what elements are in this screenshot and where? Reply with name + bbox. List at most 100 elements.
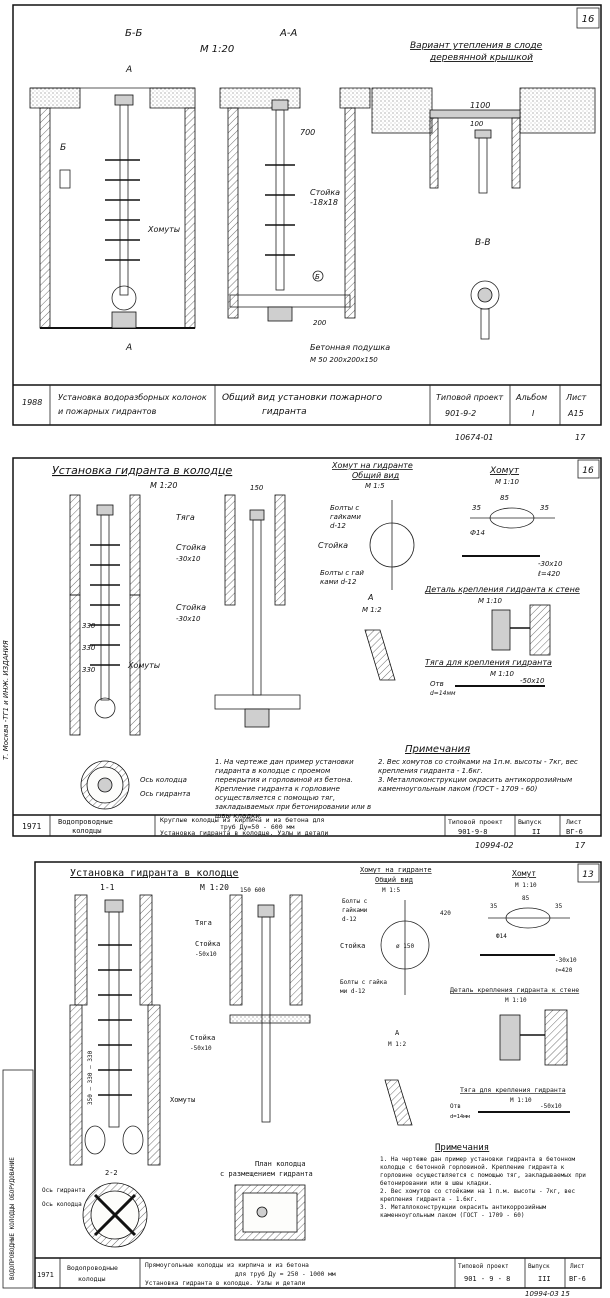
s3-hydrant-cap [104, 899, 124, 913]
sheet-1-stoika: Стойка [310, 188, 340, 197]
sheet-1-circle-b: Б [315, 273, 320, 281]
s3-title-3: Установка гидранта в колодце. Узлы и дет… [145, 1280, 305, 1287]
s2-detail-title: Деталь крепления гидранта к стене [424, 585, 580, 594]
s2-note-3: 3. Металлоконструкции окрасить антикорро… [378, 776, 573, 793]
s3-plan-rect-inner [242, 1192, 298, 1233]
s2-dim-330c: 330 [82, 666, 96, 674]
pipe-section-1 [111, 285, 137, 311]
s3-neck-right [139, 894, 153, 1006]
s3-bolty-2: гайками [342, 907, 368, 914]
s2-sec-a: А [367, 593, 373, 602]
s2-hydrant-cap [96, 504, 114, 516]
s2-dim-30x10: -30х10 [538, 560, 563, 568]
s2-title-1: Круглые колодцы из кирпича и из бетона д… [160, 816, 324, 824]
s3-dims-vert: 350 — 330 — 330 [87, 1050, 94, 1105]
s2-neck-right [129, 494, 141, 596]
s3-issue-label: Выпуск [528, 1263, 550, 1270]
s3-main-title: Установка гидранта в колодце [70, 868, 239, 879]
sheet-1-dim-700: 700 [300, 128, 315, 137]
s2-bolty-2: гайками [330, 513, 361, 521]
sheet-2-page-no: 16 [582, 466, 594, 476]
s3-sec-a: А [395, 1029, 400, 1037]
hydrant-cap-2 [271, 99, 289, 111]
s3-title-2: для труб Ду = 250 - 1000 мм [235, 1270, 336, 1278]
s3-note-title: Примечания [435, 1143, 489, 1153]
hydrant-stem-2 [275, 109, 285, 291]
s2-title-3: Установка гидранта в колодце. Узлы и дет… [160, 829, 328, 837]
s2-dim-330a: 330 [82, 622, 96, 630]
variant-soil-right [519, 87, 596, 134]
s2-khomut2-scale: М 1:10 [495, 478, 520, 486]
s2-detail-scale: М 1:10 [478, 597, 503, 605]
s2-note-col-1: 1. На чертеже дан пример установки гидра… [215, 758, 371, 820]
s2-mid-pipe [214, 694, 301, 710]
s2-khomut-title-1: Хомут на гидранте [331, 461, 413, 470]
s3-mid-stem [261, 916, 271, 1123]
s3-neck-left [74, 894, 88, 1006]
s3-mid-neck-left [229, 894, 243, 1006]
concrete-pad-1 [111, 311, 137, 329]
s3-sec-a-scale: М 1:2 [388, 1041, 406, 1048]
s2-wall-left [69, 594, 81, 736]
s3-wall-left [69, 1004, 83, 1166]
s3-mid-cap [257, 904, 275, 918]
clamps-2 [265, 164, 295, 256]
sheet-1-section-vv: В-В [475, 238, 491, 248]
s2-phi14: Ф14 [470, 529, 485, 537]
soil-right-2 [339, 87, 371, 109]
s2-year: 1971 [22, 822, 41, 831]
s2-clamps [90, 544, 120, 666]
s2-os-gidranta: Ось гидранта [140, 790, 190, 798]
variant-hydrant-stem [478, 137, 488, 194]
s2-bolty-1: Болты с [330, 504, 359, 512]
sheet-3-title-block: 1971 Водопроводные колодцы Прямоугольные… [35, 1257, 601, 1288]
hydrant-cap-1 [114, 94, 134, 106]
s3-project-label: Типовой проект [458, 1263, 509, 1270]
s2-sec-a-scale: М 1:2 [362, 606, 382, 614]
s2-stoika-b: Стойка [176, 603, 206, 612]
variant-lid [429, 109, 521, 119]
sheet-2-page-box [577, 459, 600, 479]
s3-stoika-a: Стойка [195, 940, 220, 948]
s3-detail-scale: М 1:10 [505, 997, 527, 1004]
s2-ot-dim: d=14мм [430, 690, 456, 697]
s3-plan-rect-hydrant [256, 1206, 268, 1218]
sheet-1-album-value: I [532, 409, 535, 418]
s3-khomut2-title: Хомут [512, 869, 536, 878]
variant-wall-right [511, 117, 521, 189]
sheet-1-title-1: Общий вид установки пожарного [222, 393, 383, 403]
sheet-2-frame [12, 457, 602, 837]
s3-ot: Отв [450, 1103, 461, 1110]
s2-tyaga: Тяга [176, 513, 195, 522]
sheet-1-dim-100: 100 [470, 120, 484, 128]
s2-mid-cap [249, 509, 265, 521]
s3-tyaga-title: Тяга для крепления гидранта [460, 1086, 566, 1094]
s3-ot-dim: d=14мм [450, 1114, 471, 1120]
s2-mid-pad [244, 708, 270, 728]
sheet-1-album-label: Альбом [515, 393, 547, 402]
s2-note-2: 2. Вес хомутов со стойками на 1п.м. высо… [378, 758, 578, 775]
sheet-1-section-aa: А-А [279, 28, 297, 39]
s2-desc-1: Водопроводные [58, 818, 113, 826]
s2-dim-85: 85 [500, 494, 509, 502]
s3-os-gidranta: Ось гидранта [42, 1187, 86, 1194]
s3-detail-hydrant [499, 1014, 521, 1061]
sheet-1-variant-title-2: деревянной крышкой [429, 53, 533, 63]
s2-stoika-a: Стойка [176, 543, 206, 552]
concrete-pad-2 [267, 306, 293, 322]
s2-ot: Отв [430, 680, 444, 688]
s3-detail-title: Деталь крепления гидранта к стене [450, 986, 579, 994]
s3-notes: 1. На чертеже дан пример установки гидра… [380, 1156, 586, 1219]
s2-mid-neck-right [274, 494, 286, 606]
sheet-1-desc-1: Установка водоразборных колонок [58, 393, 207, 402]
s3-clamps [98, 944, 132, 1096]
s3-sec-11: 1-1 [100, 883, 115, 892]
s3-khomut-title-2: Общий вид [375, 876, 413, 884]
s2-dim-35b: 35 [540, 504, 549, 512]
sheet-1-year: 1988 [22, 398, 42, 407]
section-vv-core [477, 287, 493, 303]
s2-detail-wall [529, 604, 551, 656]
callout-circle-b [312, 270, 324, 282]
s3-wall-right [147, 1004, 161, 1166]
